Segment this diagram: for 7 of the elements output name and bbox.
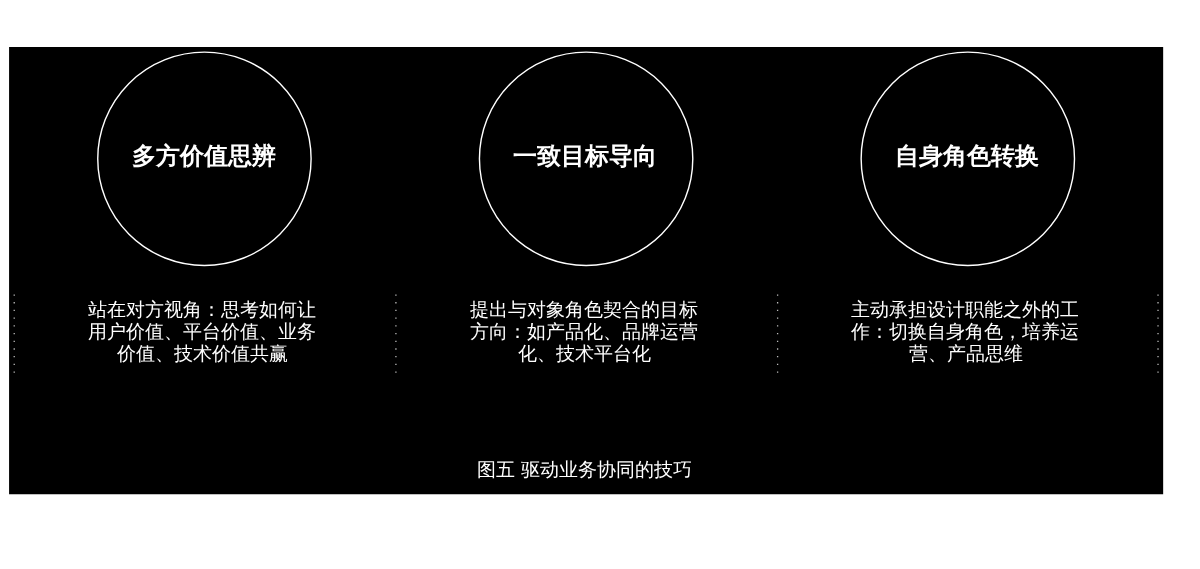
node-label: 主动承担设计职能之外的工作：切换自身角色，培养运营、产品思维 xyxy=(851,298,1080,365)
node-circle: 自身角色转换 xyxy=(860,51,1076,267)
node-circle: 多方价值思辨 xyxy=(97,51,312,267)
node-circle: 一致目标导向 xyxy=(478,51,694,267)
caption: 图五 驱动业务协同的技巧 xyxy=(476,458,693,482)
node-label: 提出与对象角色契合的目标方向：如产品化、品牌运营化、技术平台化 xyxy=(469,298,698,365)
node-label: 站在对方视角：思考如何让用户价值、平台价值、业务价值、技术价值共赢 xyxy=(88,298,317,365)
